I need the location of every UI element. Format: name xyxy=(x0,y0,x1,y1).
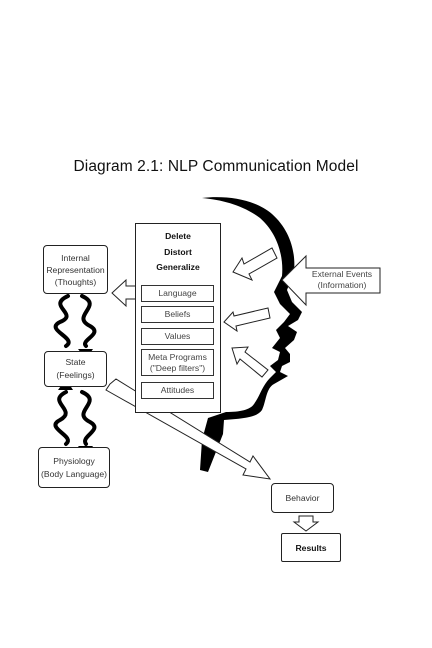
filter-attitudes: Attitudes xyxy=(141,382,214,399)
behavior-to-results-arrow xyxy=(292,515,320,532)
physiology-box: Physiology (Body Language) xyxy=(38,447,110,488)
filter-language: Language xyxy=(141,285,214,302)
connector-internal-state-a xyxy=(53,294,71,348)
connector-state-phys-b xyxy=(80,390,97,446)
filter-meta-programs-line1: Meta Programs xyxy=(148,351,207,362)
connector-state-phys-a xyxy=(53,390,70,446)
internal-line1: Internal xyxy=(61,252,90,263)
internal-line3: (Thoughts) xyxy=(54,276,97,287)
filter-meta-programs: Meta Programs ("Deep filters") xyxy=(141,349,214,376)
results-box: Results xyxy=(281,533,341,562)
external-line2: (Information) xyxy=(317,280,367,290)
filter-op-generalize: Generalize xyxy=(156,262,200,272)
physiology-line1: Physiology xyxy=(53,455,95,466)
filter-operations: Delete Distort Generalize xyxy=(135,229,221,276)
external-events-arrow xyxy=(281,254,381,307)
internal-line2: Representation xyxy=(46,264,105,275)
filter-op-delete: Delete xyxy=(165,231,191,241)
external-line1: External Events xyxy=(311,269,373,279)
filter-meta-programs-line2: ("Deep filters") xyxy=(149,362,206,373)
filter-values: Values xyxy=(141,328,214,345)
behavior-box: Behavior xyxy=(271,483,334,513)
state-line2: (Feelings) xyxy=(56,370,95,380)
filter-beliefs: Beliefs xyxy=(141,306,214,323)
physiology-line2: (Body Language) xyxy=(41,468,107,479)
connector-internal-state-b xyxy=(80,294,97,348)
input-arrow-2 xyxy=(223,307,271,333)
external-events-label: External Events (Information) xyxy=(306,269,378,291)
internal-representation-box: Internal Representation (Thoughts) xyxy=(43,245,108,294)
state-box: State (Feelings) xyxy=(44,351,107,387)
state-line1: State xyxy=(65,357,86,367)
input-arrow-1 xyxy=(232,247,278,281)
input-arrow-3 xyxy=(231,346,269,378)
diagram-title: Diagram 2.1: NLP Communication Model xyxy=(73,158,359,175)
filter-op-distort: Distort xyxy=(164,246,192,257)
